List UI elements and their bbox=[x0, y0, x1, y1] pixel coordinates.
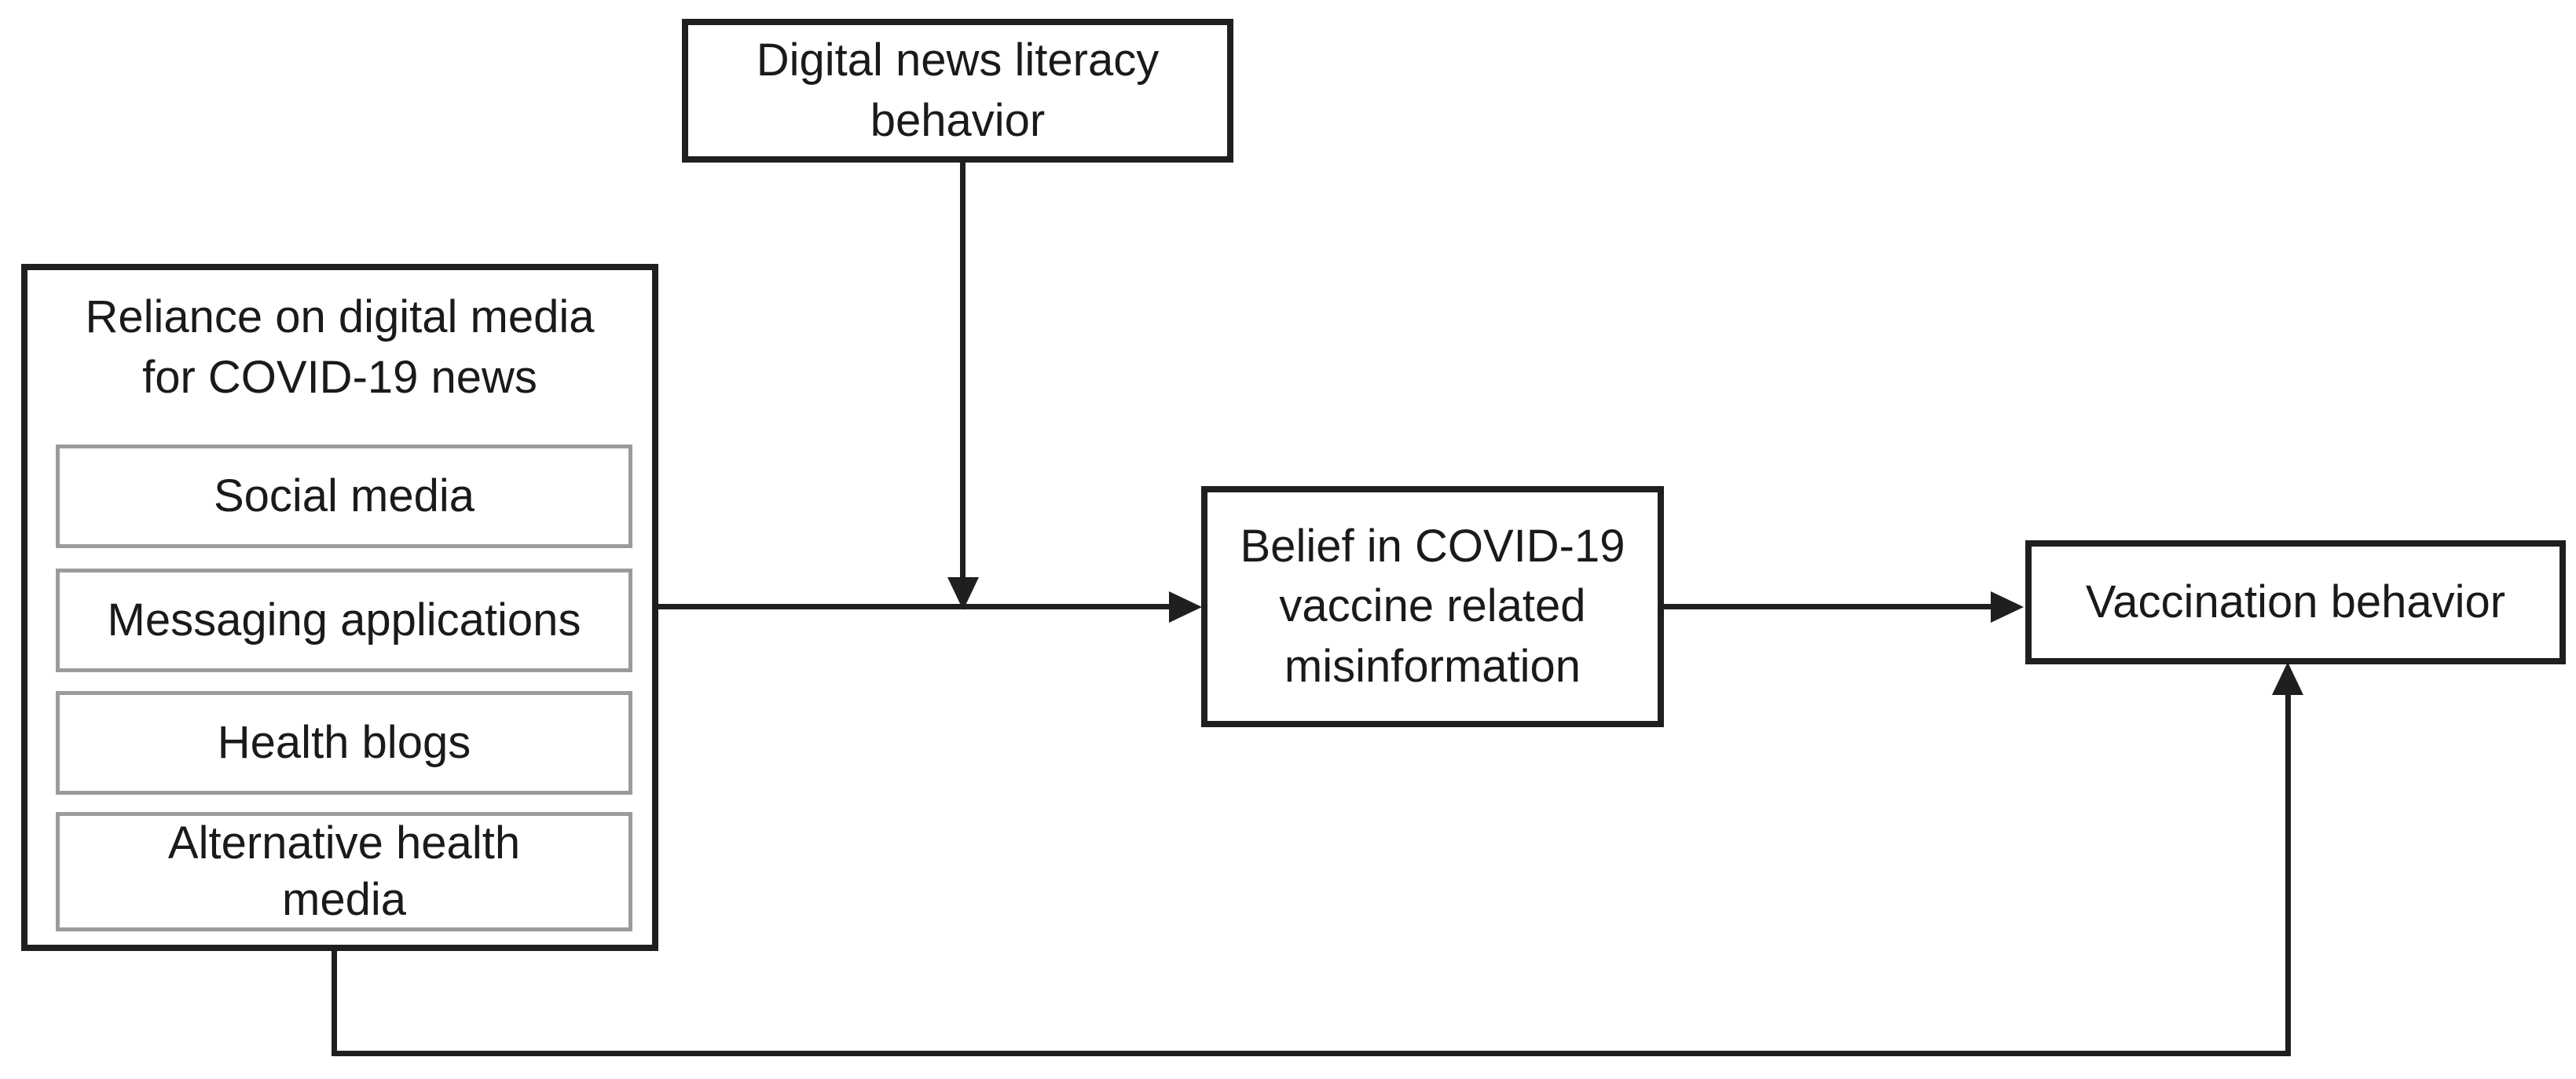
subnode-alternative-health-media: Alternative health media bbox=[56, 812, 632, 931]
node-vaccination-behavior: Vaccination behavior bbox=[2025, 540, 2566, 664]
subnode-health-blogs: Health blogs bbox=[56, 691, 632, 795]
subnode-messaging-applications-label: Messaging applications bbox=[107, 594, 581, 646]
node-belief-misinformation: Belief in COVID-19 vaccine related misin… bbox=[1201, 486, 1664, 727]
arrow-reliance-to-belief-line bbox=[657, 604, 1175, 609]
node-belief-misinformation-label: Belief in COVID-19 vaccine related misin… bbox=[1240, 520, 1625, 692]
node-digital-news-literacy: Digital news literacy behavior bbox=[682, 19, 1233, 163]
subnode-health-blogs-label: Health blogs bbox=[217, 716, 471, 768]
subnode-social-media-label: Social media bbox=[213, 470, 475, 521]
subnode-alternative-health-media-label: Alternative health media bbox=[167, 817, 521, 926]
arrow-reliance-to-belief-arrowhead-icon bbox=[1169, 591, 1202, 623]
arrow-reliance-to-vaccination-down-segment bbox=[332, 949, 337, 1056]
arrow-belief-to-vaccination-arrowhead-icon bbox=[1991, 591, 2024, 623]
node-vaccination-behavior-label: Vaccination behavior bbox=[2085, 576, 2506, 627]
arrow-literacy-moderation-arrowhead-icon bbox=[947, 577, 979, 610]
arrow-literacy-moderation-line bbox=[960, 161, 966, 579]
subnode-messaging-applications: Messaging applications bbox=[56, 569, 632, 672]
arrow-reliance-to-vaccination-across-segment bbox=[332, 1051, 2291, 1056]
node-digital-news-literacy-label: Digital news literacy behavior bbox=[756, 34, 1160, 146]
arrow-belief-to-vaccination-line bbox=[1662, 604, 1995, 609]
node-reliance-digital-media: Reliance on digital media for COVID-19 n… bbox=[21, 264, 658, 951]
arrow-reliance-to-vaccination-up-segment bbox=[2285, 693, 2291, 1056]
subnode-social-media: Social media bbox=[56, 444, 632, 548]
arrow-reliance-to-vaccination-arrowhead-icon bbox=[2272, 662, 2303, 695]
node-reliance-title: Reliance on digital media for COVID-19 n… bbox=[85, 291, 595, 403]
